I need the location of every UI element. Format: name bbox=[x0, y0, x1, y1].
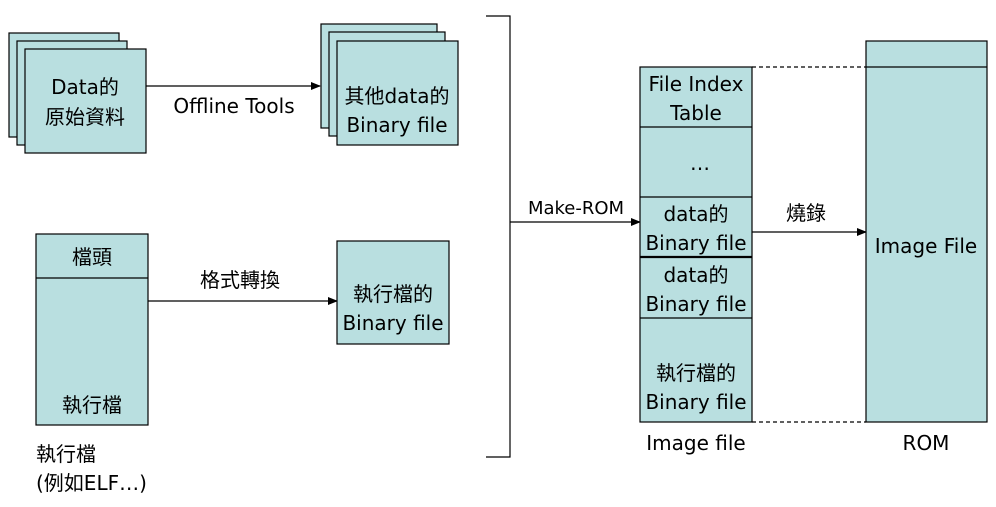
image-file-column: File Index Table … data的 Binary file dat… bbox=[639, 66, 753, 423]
image-file-box bbox=[639, 66, 753, 423]
image-section-index-line2: Table bbox=[669, 101, 722, 125]
image-section-data2-line1: data的 bbox=[663, 263, 728, 287]
other-data-binary-box bbox=[336, 40, 459, 146]
raw-data-box bbox=[24, 48, 147, 154]
make-rom-bracket bbox=[486, 15, 511, 458]
image-file-caption: Image file bbox=[646, 431, 745, 455]
image-section-ellipsis: … bbox=[690, 151, 710, 175]
exec-binary-line2: Binary file bbox=[342, 311, 443, 335]
raw-data-stack: Data的 原始資料 bbox=[8, 32, 147, 154]
image-section-data1-line1: data的 bbox=[663, 202, 728, 226]
format-convert-label: 格式轉換 bbox=[200, 268, 280, 292]
rom-content-label: Image File bbox=[875, 234, 977, 258]
exec-binary-line1: 執行檔的 bbox=[353, 282, 433, 306]
burn-label: 燒錄 bbox=[786, 201, 826, 225]
rom-caption: ROM bbox=[903, 431, 950, 455]
executable-caption-line2: (例如ELF…) bbox=[36, 471, 147, 495]
executable-caption-line1: 執行檔 bbox=[36, 442, 96, 466]
make-rom-label: Make-ROM bbox=[528, 198, 624, 219]
other-data-binary-line2: Binary file bbox=[346, 113, 447, 137]
executable-body: 執行檔 bbox=[62, 393, 122, 417]
raw-data-line1: Data的 bbox=[51, 75, 119, 99]
image-section-index-line1: File Index bbox=[649, 72, 744, 96]
executable-file-box: 檔頭 執行檔 bbox=[35, 233, 149, 426]
offline-tools-label: Offline Tools bbox=[173, 94, 294, 118]
exec-binary-box: 執行檔的 Binary file bbox=[336, 240, 450, 345]
image-section-data1-line2: Binary file bbox=[645, 231, 746, 255]
other-data-binary-line1: 其他data的 bbox=[344, 84, 449, 108]
raw-data-line2: 原始資料 bbox=[45, 105, 125, 129]
executable-header: 檔頭 bbox=[72, 245, 112, 269]
image-section-exec-line1: 執行檔的 bbox=[656, 361, 736, 385]
image-section-data2-line2: Binary file bbox=[645, 292, 746, 316]
image-section-exec-line2: Binary file bbox=[645, 390, 746, 414]
rom-box: Image File bbox=[865, 40, 988, 423]
other-data-binary-stack: 其他data的 Binary file bbox=[320, 23, 459, 146]
